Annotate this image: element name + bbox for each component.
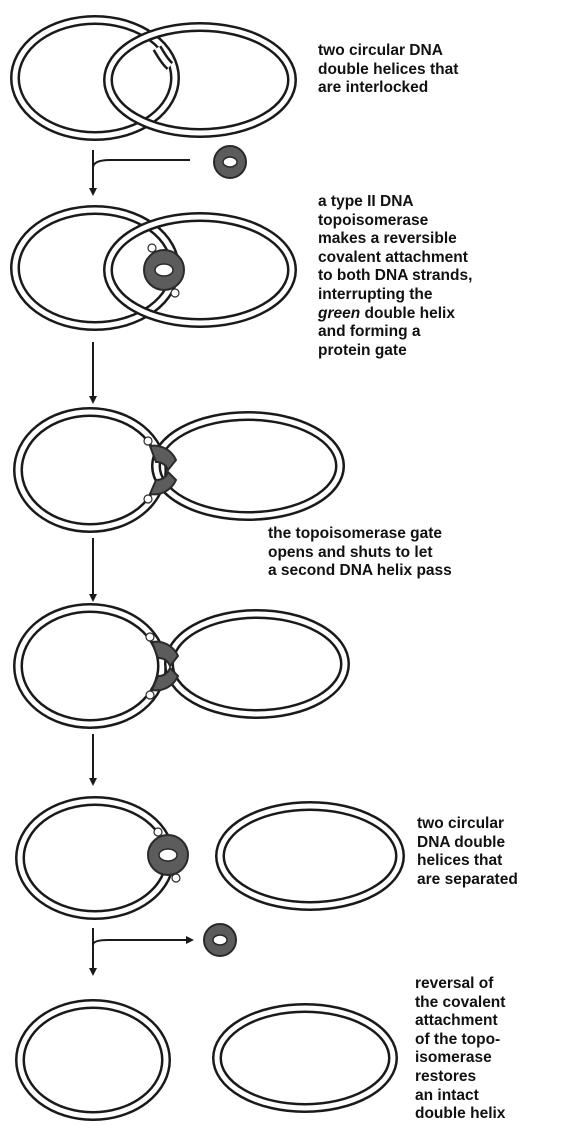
caption-line: restores <box>415 1068 505 1087</box>
caption-line: topoisomerase <box>318 212 472 231</box>
caption-line: are separated <box>417 871 518 890</box>
arrow-step1-to-step2 <box>93 150 190 192</box>
green-dna-ring <box>18 608 162 724</box>
caption-line: a type II DNA <box>318 193 472 212</box>
caption-line: reversal of <box>415 975 505 994</box>
arrow-step5-to-step6 <box>93 928 190 972</box>
caption-line: are interlocked <box>318 79 458 98</box>
red-dna-ring <box>217 1008 393 1108</box>
caption-line: covalent attachment <box>318 249 472 268</box>
caption-interlocked: two circular DNA double helices that are… <box>318 42 458 98</box>
step2-enzyme-bound <box>15 210 292 326</box>
caption-separated: two circular DNA double helices that are… <box>417 815 518 889</box>
caption-gate-opens: the topoisomerase gate opens and shuts t… <box>268 525 452 581</box>
caption-line: an intact <box>415 1087 505 1106</box>
bound-topoisomerase <box>144 244 184 297</box>
caption-line: double helices that <box>318 61 458 80</box>
red-dna-ring <box>156 416 340 516</box>
caption-line: attachment <box>415 1012 505 1031</box>
caption-line: to both DNA strands, <box>318 267 472 286</box>
step5-separated <box>20 801 400 915</box>
red-dna-ring <box>220 806 400 906</box>
caption-line: and forming a <box>318 323 472 342</box>
red-dna-ring <box>108 217 292 323</box>
red-dna-ring <box>108 27 292 133</box>
caption-line: the topoisomerase gate <box>268 525 452 544</box>
caption-enzyme-attachment: a type II DNA topoisomerase makes a reve… <box>318 193 472 360</box>
caption-line: two circular DNA <box>318 42 458 61</box>
caption-line: two circular <box>417 815 518 834</box>
red-dna-ring <box>169 614 345 714</box>
caption-line: of the topo- <box>415 1031 505 1050</box>
caption-line: DNA double <box>417 834 518 853</box>
released-topoisomerase-enzyme <box>204 924 236 956</box>
caption-reversal: reversal of the covalent attachment of t… <box>415 975 505 1124</box>
caption-fragment: double helix <box>360 305 455 322</box>
step3-gate-open <box>18 412 340 528</box>
caption-line: opens and shuts to let <box>268 544 452 563</box>
caption-line: a second DNA helix pass <box>268 562 452 581</box>
caption-line: helices that <box>417 852 518 871</box>
caption-line-green: green double helix <box>318 305 472 324</box>
caption-line: isomerase <box>415 1049 505 1068</box>
free-topoisomerase-enzyme <box>214 146 246 178</box>
caption-line: protein gate <box>318 342 472 361</box>
green-emphasis: green <box>318 305 360 322</box>
caption-line: makes a reversible <box>318 230 472 249</box>
green-dna-ring <box>20 1004 166 1116</box>
bound-topoisomerase <box>148 828 188 882</box>
caption-line: double helix <box>415 1105 505 1124</box>
step1-interlocked-rings <box>15 20 292 136</box>
green-dna-ring <box>18 412 162 528</box>
caption-line: interrupting the <box>318 286 472 305</box>
step4-gate-closing <box>18 608 345 724</box>
step6-intact-rings <box>20 1004 393 1116</box>
caption-line: the covalent <box>415 994 505 1013</box>
